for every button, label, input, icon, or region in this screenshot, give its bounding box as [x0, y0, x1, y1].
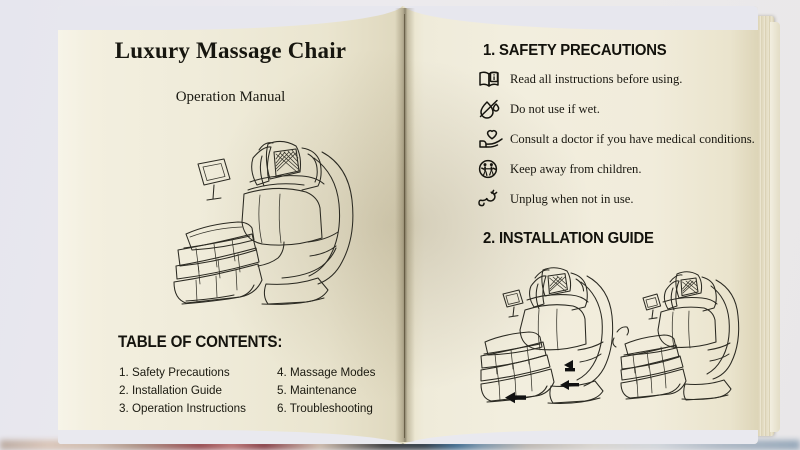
page-stack-outer-edge	[770, 22, 780, 432]
page-title: Luxury Massage Chair	[114, 38, 347, 63]
section-heading-safety: 1. SAFETY PRECAUTIONS	[483, 42, 667, 59]
toc-item[interactable]: 1. Safety Precautions	[119, 365, 230, 379]
list-item: Consult a doctor if you have medical con…	[477, 124, 755, 154]
toc-column-1: 1. Safety Precautions 2. Installation Gu…	[119, 364, 254, 417]
page-subtitle: Operation Manual	[175, 89, 286, 105]
table-edge-blur	[0, 440, 800, 450]
hand-heart-icon	[477, 128, 503, 150]
right-page: 1. SAFETY PRECAUTIONS Read all instructi…	[403, 6, 758, 444]
list-item-label: Keep away from children.	[510, 161, 642, 176]
list-item: Do not use if wet.	[477, 94, 752, 124]
toc-column-2: 4. Massage Modes 5. Maintenance 6. Troub…	[277, 364, 382, 417]
book-spine-line	[404, 14, 406, 438]
left-page: Luxury Massage Chair Operation Manual	[58, 6, 403, 444]
open-book-info-icon	[477, 68, 503, 90]
installation-figures	[480, 264, 753, 424]
safety-precautions-list: Read all instructions before using. Do n…	[477, 64, 755, 214]
power-plug-icon	[477, 188, 503, 210]
list-item-label: Read all instructions before using.	[510, 71, 683, 86]
page-curve-top-left	[58, 6, 403, 30]
massage-chair-upright	[612, 271, 740, 401]
toc-heading: TABLE OF CONTENTS:	[118, 333, 283, 351]
toc-item[interactable]: 6. Troubleshooting	[277, 401, 373, 415]
mesh-texture	[275, 149, 299, 173]
toc-item[interactable]: 3. Operation Instructions	[119, 401, 246, 415]
no-water-droplet-icon	[477, 98, 503, 120]
list-item: Unplug when not in use.	[477, 184, 752, 214]
page-curve-bottom-right	[403, 430, 758, 444]
remote-tablet-icon	[197, 158, 231, 201]
toc-columns: 1. Safety Precautions 2. Installation Gu…	[119, 364, 399, 417]
list-item-label: Do not use if wet.	[510, 101, 600, 116]
open-book: Luxury Massage Chair Operation Manual	[58, 6, 780, 444]
direction-arrows	[505, 360, 579, 404]
list-item-label: Unplug when not in use.	[510, 191, 634, 206]
page-curve-bottom-left	[58, 430, 403, 444]
list-item-label: Consult a doctor if you have medical con…	[510, 131, 755, 146]
list-item: Read all instructions before using.	[477, 64, 752, 94]
page-curve-top-right	[403, 6, 758, 30]
list-item: Keep away from children.	[477, 154, 752, 184]
toc-item[interactable]: 5. Maintenance	[277, 383, 357, 397]
toc-item[interactable]: 4. Massage Modes	[277, 365, 376, 379]
massage-chair-reclined-with-arrows	[480, 267, 614, 404]
section-heading-installation: 2. INSTALLATION GUIDE	[483, 230, 654, 247]
toc-item[interactable]: 2. Installation Guide	[119, 383, 222, 397]
children-warning-icon	[477, 158, 503, 180]
massage-chair-illustration	[162, 138, 377, 313]
